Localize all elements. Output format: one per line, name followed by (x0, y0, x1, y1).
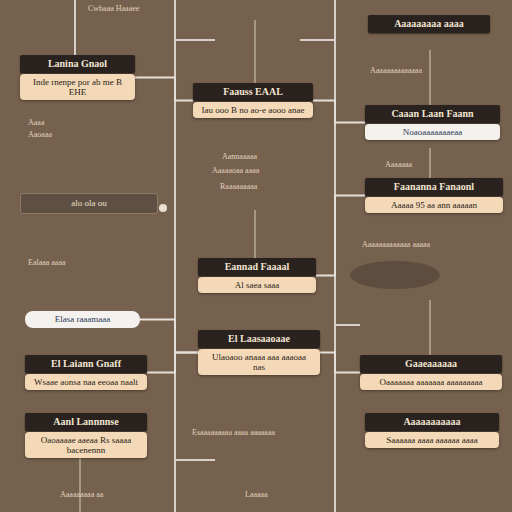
box-heading: Lanina Gnaol (20, 55, 135, 73)
connector-line (313, 101, 365, 123)
connector (140, 320, 198, 353)
note-text: Laaaaa (245, 490, 268, 500)
note-text: Aaaaaoaa aaaa (212, 166, 259, 176)
note-text: Raaaaaaaaa (220, 182, 257, 192)
branch-line (300, 39, 335, 41)
flow-box: Caaan Laan FaannNoaoaaaaaaaeaa (365, 105, 500, 140)
branch-line (335, 324, 360, 326)
connector (313, 101, 365, 123)
note-text: Aaaaaaaaaaaaa aaaaa (362, 240, 430, 250)
smudge-shape (350, 261, 440, 289)
box-heading: Aaaaaaaaaaa (365, 413, 499, 431)
note-text: Esaaaaaaaaa aaaa aaaaaaa (192, 428, 275, 438)
dot (159, 204, 167, 212)
stem-line (429, 300, 431, 355)
connector (316, 196, 365, 276)
box-text: Inde rnenpe por ab me B EHE (20, 74, 135, 100)
flow-box: Aaaaaaaaa aaaa (368, 15, 490, 33)
connector-line (140, 320, 198, 353)
note-text: Ealaaa aaaa (28, 258, 66, 268)
box-text: Wsaae aonsa naa eeoaa naalt (25, 374, 147, 390)
box-heading: Faauss EAAL (193, 83, 313, 101)
connector-line (135, 78, 193, 101)
box-text: Ulaoaoo anaaa aaa aaaoaa nas (198, 349, 320, 375)
flow-box: El LaasaaoaaeUlaoaoo anaaa aaa aaaoaa na… (198, 330, 320, 375)
connector-line (147, 353, 198, 373)
connector-line (320, 353, 360, 373)
box-text: Saaaaaa aaaa aaaaaa aaaa (365, 432, 499, 448)
note-text: Aaaaaaaaaaaaaa (370, 66, 422, 76)
note-text: Aaoaaa (28, 130, 52, 140)
box-heading: Elasa raaamaaa (25, 311, 140, 328)
box-text: Noaoaaaaaaaeaa (365, 124, 500, 140)
flow-box: Aanl LannnnseOaoaaaae aaeaa Rs saaaa bac… (25, 413, 147, 458)
box-text: Aaaaa 95 aa ann aaaaan (365, 197, 503, 213)
channel-line (74, 0, 76, 55)
stem-line (254, 20, 256, 83)
note-text: Aannaaaaa (222, 152, 257, 162)
flow-box: Faananna FanaonlAaaaa 95 aa ann aaaaan (365, 178, 503, 213)
flow-box: Lanina GnaolInde rnenpe por ab me B EHE (20, 55, 135, 100)
box-heading: Aanl Lannnnse (25, 413, 147, 431)
branch-line (175, 39, 215, 41)
box-heading: alo ola ou (20, 193, 158, 214)
connector (135, 78, 193, 101)
branch-line (175, 459, 215, 461)
connector-line (316, 196, 365, 276)
box-heading: Gaaeaaaaaa (360, 355, 502, 373)
note-text: Cwbaaa Haaaee (88, 4, 139, 14)
box-heading: Caaan Laan Faann (365, 105, 500, 123)
flow-box: alo ola ou (20, 193, 158, 214)
note-text: Aaaaaaaaa aa (60, 490, 103, 500)
flow-box: Eannad FaaaalAl saea saaa (198, 258, 316, 293)
box-heading: Eannad Faaaal (198, 258, 316, 276)
note-text: Aaaaaaa (385, 160, 412, 170)
box-heading: El Laasaaoaae (198, 330, 320, 348)
box-heading: Faananna Fanaonl (365, 178, 503, 196)
connector (320, 353, 360, 373)
stem-line (79, 455, 81, 512)
stem-line (254, 210, 256, 258)
note-text: Aaaa (28, 118, 44, 128)
flow-box: Elasa raaamaaa (25, 311, 140, 328)
flow-box: Faauss EAALIau ooo B no ao-e aooo anae (193, 83, 313, 118)
flow-box: El Laiann GnaffWsaae aonsa naa eeoaa naa… (25, 355, 147, 390)
box-heading: Aaaaaaaaa aaaa (368, 15, 490, 33)
connector (147, 353, 198, 373)
box-text: Al saea saaa (198, 277, 316, 293)
flow-box: GaaeaaaaaaOaaaaaaa aaaaaaa aaaaaaaaa (360, 355, 502, 390)
box-text: Oaaaaaaa aaaaaaa aaaaaaaaa (360, 374, 502, 390)
box-text: Oaoaaaae aaeaa Rs saaaa bacenennn (25, 432, 147, 458)
flow-box: AaaaaaaaaaaSaaaaaa aaaa aaaaaa aaaa (365, 413, 499, 448)
stem-line (429, 148, 431, 178)
stem-line (429, 50, 431, 105)
box-heading: El Laiann Gnaff (25, 355, 147, 373)
box-text: Iau ooo B no ao-e aooo anae (193, 102, 313, 118)
